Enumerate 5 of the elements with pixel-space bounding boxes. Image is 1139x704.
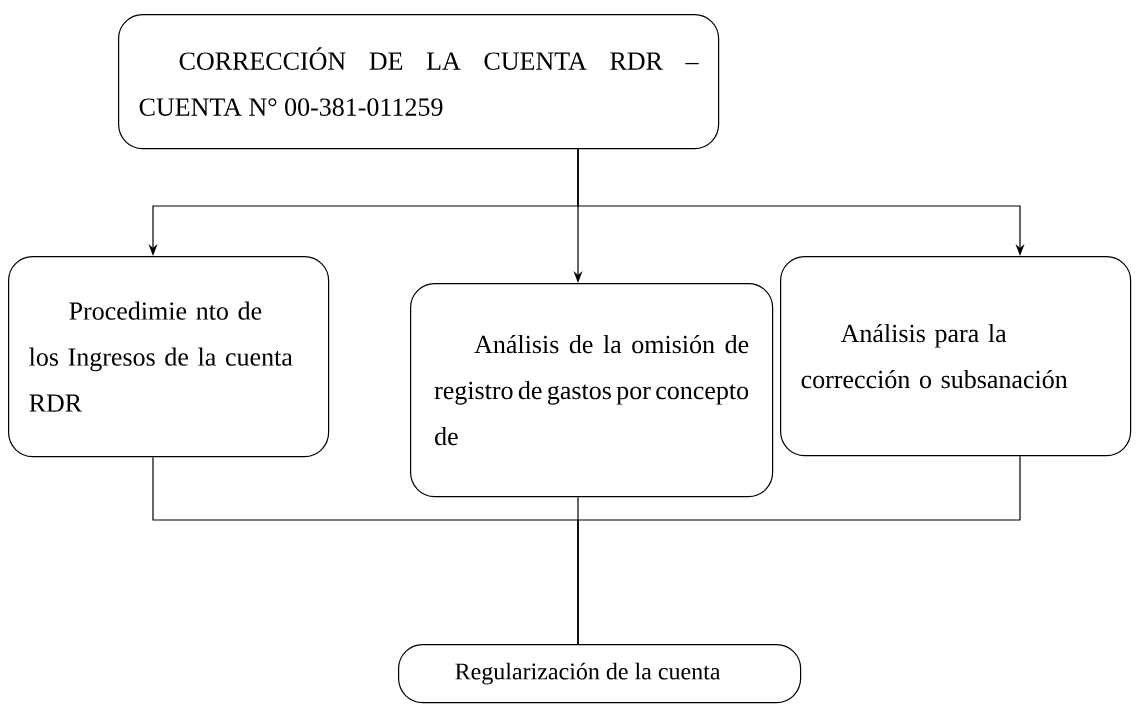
process-box: Regularización de la cuenta xyxy=(398,644,802,704)
process-box: Análisis para la corrección o subsanación xyxy=(780,256,1132,457)
process-box: Procedimie nto de los Ingresos de la cuenta RDR xyxy=(8,256,330,458)
process-box: Análisis de la omisión de registro de gastos por concepto de xyxy=(410,283,774,498)
process-box: CORRECCIÓN DE LA CUENTA RDR – CUENTA N° 00-381-011259 xyxy=(118,14,720,150)
